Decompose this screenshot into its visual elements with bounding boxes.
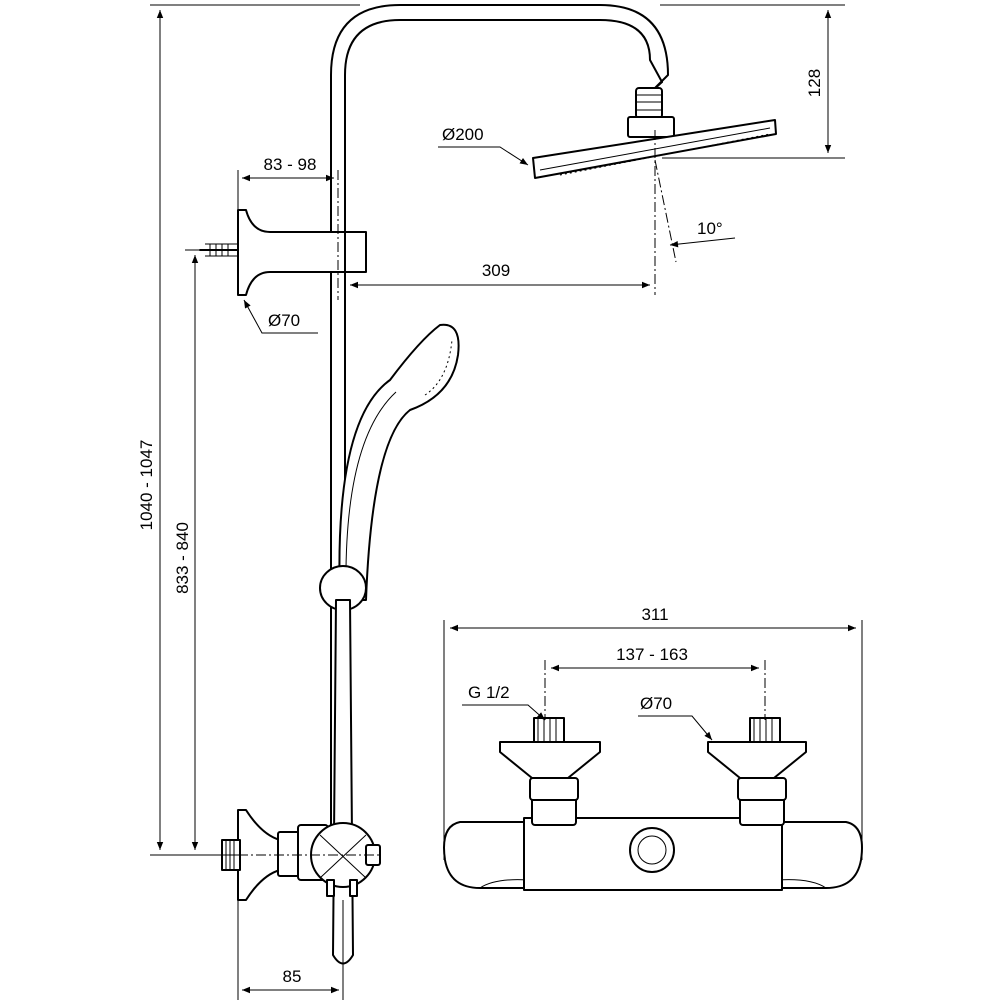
inlet-thread-label: G 1/2 [468,683,510,702]
mixer-width-label: 311 [641,605,668,624]
dimension-lines-front [443,620,863,860]
dimension-lines-side [156,10,832,994]
head-connector [627,87,675,138]
head-diameter-label: Ø200 [442,125,484,144]
mixer-wall-depth-label: 85 [283,967,302,986]
outlet-height-label: 833 - 840 [173,522,192,594]
head-projection-label: 309 [482,261,510,280]
inlet-centers-label: 137 - 163 [616,645,688,664]
head-tilt-label: 10° [697,219,723,238]
total-height-label: 1040 - 1047 [137,440,156,531]
wall-bracket-diameter-label: Ø70 [268,311,300,330]
escutcheon-diameter-label: Ø70 [640,694,672,713]
wall-bracket-depth-label: 83 - 98 [264,155,317,174]
thermostatic-mixer-side [221,809,381,901]
head-drop-label: 128 [805,69,824,97]
wall-bracket [199,209,367,296]
mixer-front-view [443,717,863,891]
